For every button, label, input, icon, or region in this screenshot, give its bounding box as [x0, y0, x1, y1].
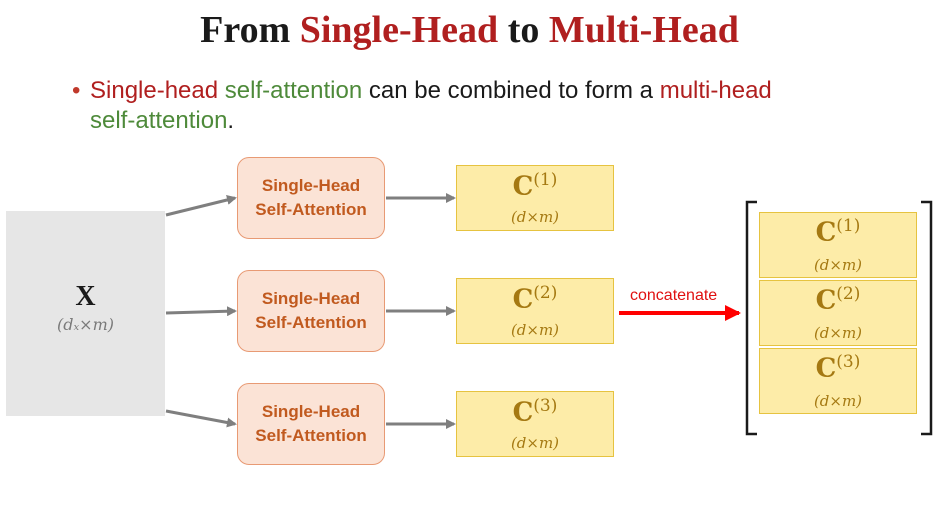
output-c2-box: C(2) (d×m) — [456, 278, 614, 344]
right-bracket — [921, 200, 933, 436]
input-dimension: (dₓ×m) — [57, 315, 114, 334]
c-superscript: (1) — [836, 216, 861, 236]
slide-title: From Single-Head to Multi-Head — [0, 8, 939, 52]
head-label-line2: Self-Attention — [255, 426, 367, 445]
head-label-line2: Self-Attention — [255, 200, 367, 219]
head-label-line1: Single-Head — [261, 289, 361, 308]
title-part-to: to — [498, 9, 549, 51]
c-letter: C — [815, 217, 837, 248]
stacked-c2-symbol: C(2) — [760, 284, 916, 316]
arrow-x-to-head-2 — [165, 306, 237, 317]
stacked-c3-box: C(3) (d×m) — [759, 348, 917, 414]
bullet-text: Single-head self-attention can be combin… — [90, 76, 850, 136]
head-label-line1: Single-Head — [261, 402, 361, 421]
c1-symbol: C(1) — [457, 170, 613, 202]
c1-dimension: (d×m) — [510, 208, 560, 226]
output-c1-box: C(1) (d×m) — [456, 165, 614, 231]
output-c3-box: C(3) (d×m) — [456, 391, 614, 457]
concatenate-label: concatenate — [630, 287, 718, 304]
bullet-seg-period: . — [227, 107, 235, 134]
bullet-seg-single-head: Single-head — [90, 77, 219, 104]
c-superscript: (2) — [836, 284, 861, 304]
bullet-seg-self-attention-2: self-attention — [90, 107, 228, 134]
bullet-seg-self-attention: self-attention — [224, 77, 363, 104]
stacked-c1-symbol: C(1) — [760, 216, 916, 248]
c3-dimension: (d×m) — [510, 434, 560, 452]
bullet-seg-combined: can be combined to form a — [362, 77, 660, 104]
c-letter: C — [512, 171, 534, 202]
arrow-x-to-head-1 — [165, 195, 237, 217]
c-letter: C — [815, 353, 837, 384]
head-label-line2: Self-Attention — [255, 313, 367, 332]
title-part-single-head: Single-Head — [299, 9, 499, 51]
c2-dimension: (d×m) — [510, 321, 560, 339]
stacked-c2-dimension: (d×m) — [813, 324, 863, 342]
c-letter: C — [512, 284, 534, 315]
head-label-line1: Single-Head — [261, 176, 361, 195]
left-bracket — [745, 200, 757, 436]
c-superscript: (3) — [836, 352, 861, 372]
title-part-multi-head: Multi-Head — [548, 9, 739, 51]
c-superscript: (1) — [533, 170, 558, 190]
stacked-c1-box: C(1) (d×m) — [759, 212, 917, 278]
c-superscript: (2) — [533, 283, 558, 303]
stacked-c1-dimension: (d×m) — [813, 256, 863, 274]
c-superscript: (3) — [533, 396, 558, 416]
c2-symbol: C(2) — [457, 283, 613, 315]
input-label: X — [75, 281, 96, 312]
c-letter: C — [512, 397, 534, 428]
c3-symbol: C(3) — [457, 396, 613, 428]
bullet-seg-multi-head: multi-head — [659, 77, 772, 104]
c-letter: C — [815, 285, 837, 316]
bullet-icon: • — [72, 77, 81, 104]
stacked-c2-box: C(2) (d×m) — [759, 280, 917, 346]
stacked-c3-dimension: (d×m) — [813, 392, 863, 410]
arrow-x-to-head-3 — [165, 409, 237, 428]
input-matrix-x: X (dₓ×m) — [6, 211, 165, 416]
stacked-c3-symbol: C(3) — [760, 352, 916, 384]
title-part-from: From — [200, 9, 300, 51]
